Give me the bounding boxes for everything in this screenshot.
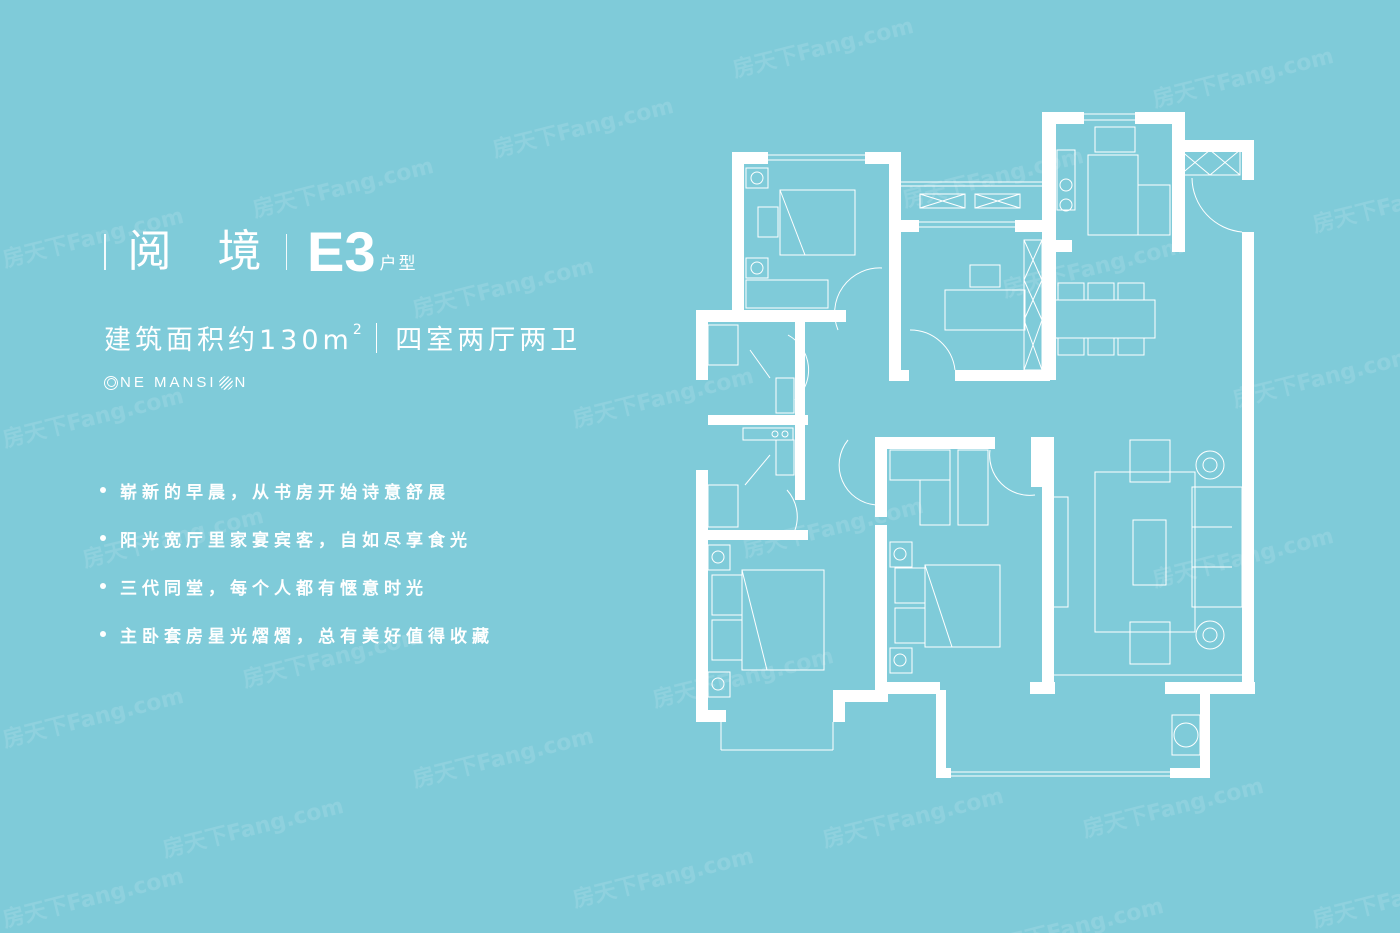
unit-suffix: 户型 bbox=[379, 254, 418, 274]
bullet-icon bbox=[100, 583, 106, 589]
feature-text: 崭新的早晨，从书房开始诗意舒展 bbox=[120, 482, 450, 503]
layout-label: 四室两厅两卫 bbox=[395, 325, 582, 356]
feature-list: 崭新的早晨，从书房开始诗意舒展 阳光宽厅里家宴宾客，自如尽享食光 三代同堂，每个… bbox=[100, 466, 494, 658]
brand-logo: NE MANSI N bbox=[104, 374, 248, 391]
brand-prefix: NE MANSI bbox=[120, 374, 217, 391]
feature-text: 阳光宽厅里家宴宾客，自如尽享食光 bbox=[120, 530, 472, 551]
walls bbox=[696, 112, 1255, 778]
concentric-circle-icon bbox=[104, 375, 118, 390]
feature-item: 阳光宽厅里家宴宾客，自如尽享食光 bbox=[100, 514, 494, 562]
divider bbox=[375, 322, 378, 353]
feature-text: 主卧套房星光熠熠，总有美好值得收藏 bbox=[120, 626, 494, 647]
hatched-circle-icon bbox=[218, 375, 233, 390]
bullet-icon bbox=[100, 487, 106, 493]
feature-text: 三代同堂，每个人都有惬意时光 bbox=[120, 578, 428, 599]
bullet-icon bbox=[100, 631, 106, 637]
feature-item: 主卧套房星光熠熠，总有美好值得收藏 bbox=[100, 610, 494, 658]
feature-item: 崭新的早晨，从书房开始诗意舒展 bbox=[100, 466, 494, 514]
divider bbox=[285, 234, 287, 270]
feature-item: 三代同堂，每个人都有惬意时光 bbox=[100, 562, 494, 610]
divider bbox=[104, 234, 106, 270]
title-row: 阅 境 E3 户型 bbox=[104, 222, 418, 282]
project-name: 阅 境 bbox=[127, 226, 278, 277]
area-sup: 2 bbox=[352, 321, 366, 338]
brand-suffix: N bbox=[234, 374, 249, 391]
fixtures bbox=[707, 113, 1243, 777]
area-label: 建筑面积约130m bbox=[104, 325, 353, 356]
unit-code: E3 bbox=[307, 220, 376, 283]
bullet-icon bbox=[100, 535, 106, 541]
